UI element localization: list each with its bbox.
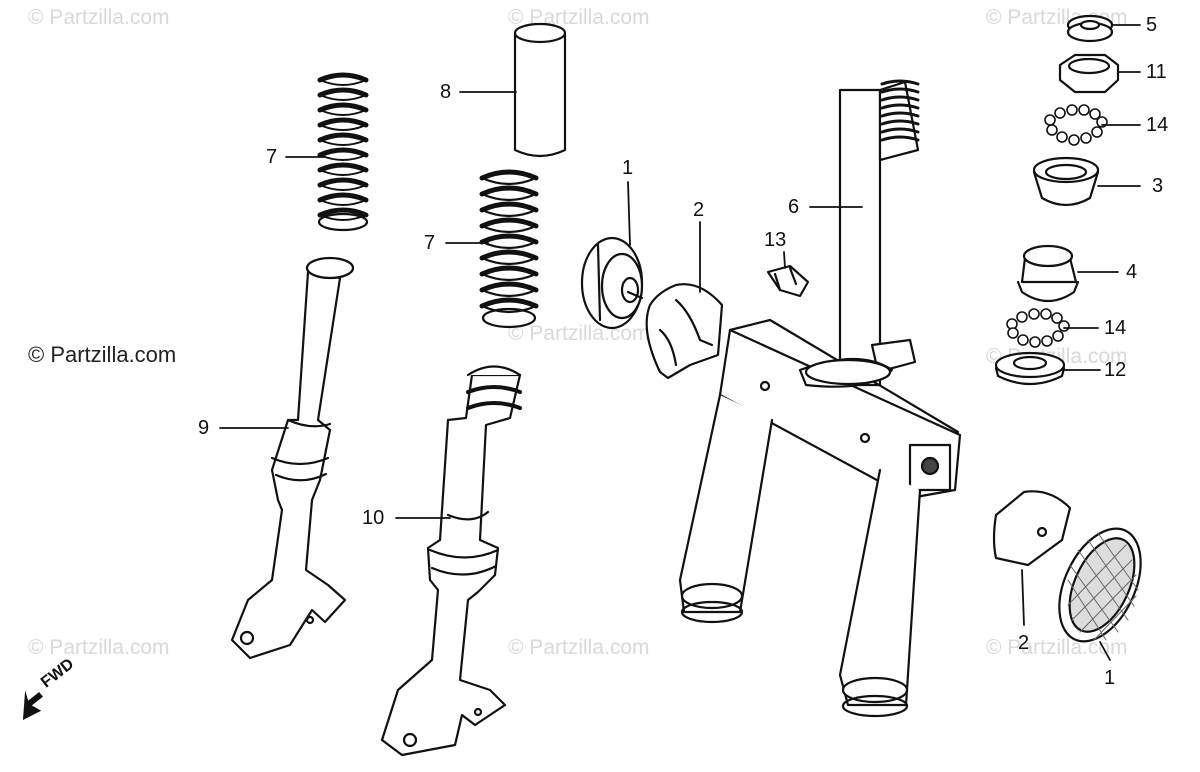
watermark-top-left: © Partzilla.com bbox=[28, 6, 170, 29]
callout-2-top: 2 bbox=[693, 199, 705, 221]
watermark-main: © Partzilla.com bbox=[28, 342, 177, 367]
fork-leg-center bbox=[380, 365, 522, 757]
fork-spring-left bbox=[317, 72, 369, 232]
wire-clip bbox=[766, 264, 810, 298]
callout-7-center: 7 bbox=[424, 232, 436, 254]
watermark-bottom-left: © Partzilla.com bbox=[28, 636, 170, 659]
callout-6: 6 bbox=[788, 196, 800, 218]
callout-13: 13 bbox=[764, 229, 787, 251]
lock-nut bbox=[1066, 14, 1114, 43]
callout-7-left: 7 bbox=[266, 146, 278, 168]
fwd-arrow-icon bbox=[22, 690, 43, 720]
hex-nut bbox=[1058, 53, 1120, 94]
watermark-bottom-right: © Partzilla.com bbox=[986, 636, 1128, 659]
callout-12: 12 bbox=[1104, 359, 1127, 381]
callout-3: 3 bbox=[1152, 175, 1164, 197]
callout-2-bottom: 2 bbox=[1018, 632, 1030, 654]
steel-ball-race-top bbox=[1044, 104, 1108, 146]
fork-spring-center bbox=[479, 169, 539, 329]
callout-14-bottom: 14 bbox=[1104, 317, 1127, 339]
callout-14-top: 14 bbox=[1146, 114, 1169, 136]
callout-11: 11 bbox=[1146, 61, 1167, 83]
lower-cone-race bbox=[1016, 244, 1080, 303]
callout-5: 5 bbox=[1146, 14, 1158, 36]
watermark-bottom-center: © Partzilla.com bbox=[508, 636, 650, 659]
headlight-lens bbox=[1058, 527, 1142, 643]
fork-spacer-rod bbox=[513, 22, 567, 158]
headlight-cap bbox=[580, 236, 644, 330]
callout-9: 9 bbox=[198, 417, 210, 439]
steel-ball-race-bottom bbox=[1006, 308, 1070, 348]
callout-1-top: 1 bbox=[622, 157, 634, 179]
callout-4: 4 bbox=[1126, 261, 1138, 283]
upper-cone-race bbox=[1032, 156, 1100, 207]
fork-leg-left bbox=[230, 256, 355, 660]
headlight-housing-right bbox=[992, 490, 1072, 567]
steering-stem-bridge bbox=[678, 79, 962, 718]
bottom-cone-race bbox=[994, 351, 1066, 386]
headlight-housing bbox=[645, 283, 724, 380]
callout-8: 8 bbox=[440, 81, 452, 103]
callout-10: 10 bbox=[362, 507, 385, 529]
callout-1-bottom: 1 bbox=[1104, 667, 1116, 689]
leader-lines bbox=[219, 24, 1141, 661]
